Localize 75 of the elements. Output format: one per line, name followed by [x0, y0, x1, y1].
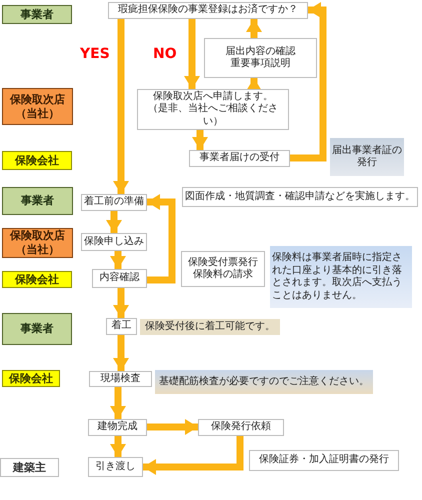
- arrow: [113, 335, 129, 371]
- branch-label: NO: [153, 45, 177, 64]
- role-label-box: [0, 458, 59, 477]
- note-box: [155, 370, 373, 394]
- process-box: [92, 269, 147, 288]
- role-label: 建築主: [13, 460, 46, 474]
- step-text: 引き渡し: [96, 460, 136, 474]
- note-box: [182, 187, 418, 207]
- arrow: [192, 130, 208, 150]
- process-box: [181, 251, 265, 287]
- role-label: 保険取次店（当社）: [8, 229, 66, 257]
- step-text: 保険申し込み: [84, 236, 144, 248]
- note-box: [330, 138, 404, 176]
- step-text: 保険料の請求: [193, 269, 253, 282]
- arrow: [113, 19, 129, 194]
- process-box: [88, 457, 143, 477]
- step-text: 瑕疵担保保険の事業登録はお済ですか？: [118, 4, 298, 17]
- arrow: [147, 419, 198, 435]
- branch-label: YES: [80, 45, 110, 64]
- role-label-box: [2, 313, 72, 345]
- step-text: 保険受付票発行: [188, 256, 258, 268]
- process-box: [106, 318, 137, 335]
- process-box: [108, 2, 308, 19]
- process-box: [189, 150, 290, 167]
- step-text: 内容確認: [100, 272, 140, 285]
- role-label: 保険取次店（当社）: [8, 92, 66, 120]
- process-box: [89, 371, 152, 387]
- step-text: 保険取次店へ申請します。: [153, 90, 273, 102]
- arrow: [113, 288, 129, 318]
- process-box: [198, 419, 284, 436]
- process-box: [81, 194, 147, 211]
- step-text: 基礎配筋検査が必要ですのでご注意ください。: [159, 376, 369, 388]
- role-label-box: [2, 187, 73, 215]
- step-text: 届出事業者証の発行: [332, 144, 402, 170]
- step-text: 届出内容の確認: [226, 46, 296, 58]
- step-text: 保険証券・加入証明書の発行: [259, 454, 389, 467]
- arrow: [110, 251, 126, 269]
- step-text: 保険発行依頼: [211, 421, 271, 434]
- note-box: [249, 450, 399, 471]
- process-box: [88, 419, 147, 436]
- role-label: 保険会社: [15, 272, 59, 286]
- arrow: [106, 211, 122, 233]
- arrow: [290, 2, 326, 162]
- role-label-box: [2, 228, 73, 258]
- step-text: 着工前の準備: [84, 196, 144, 209]
- role-label: 事業者: [20, 322, 54, 336]
- step-text: 保険料は事業者届時に指定された口座より基本的に引き落とされます。取次店へ支払うことはありません。: [272, 252, 403, 302]
- role-label: 事業者: [21, 194, 54, 208]
- arrow: [110, 436, 126, 457]
- note-box: [270, 246, 412, 308]
- role-label: 事業者: [20, 8, 54, 22]
- step-text: （是非、当社へご相談ください）: [147, 103, 279, 128]
- step-text: 事業者届けの受付: [200, 152, 280, 165]
- step-text: 重要事項説明: [230, 58, 290, 70]
- role-label-box: [2, 370, 60, 387]
- role-label-box: [2, 88, 73, 125]
- process-box: [204, 38, 317, 78]
- role-label-box: [2, 5, 72, 24]
- process-box: [81, 233, 147, 251]
- step-text: 図面作成・地質調査・確認申請などを実施します。: [185, 190, 415, 204]
- arrow: [110, 387, 126, 419]
- arrow: [246, 78, 262, 91]
- step-text: 現場検査: [100, 372, 140, 386]
- role-label-box: [2, 271, 72, 288]
- step-text: 保険受付後に着工可能です。: [145, 320, 275, 334]
- process-box: [137, 89, 289, 130]
- role-label: 保険会社: [15, 154, 59, 168]
- arrow: [147, 194, 176, 284]
- step-text: 着工: [112, 320, 132, 333]
- arrow: [184, 19, 200, 89]
- role-label: 保険会社: [9, 372, 53, 386]
- step-text: 建物完成: [98, 421, 138, 434]
- arrow: [246, 19, 262, 38]
- note-box: [140, 319, 280, 335]
- role-label-box: [2, 151, 72, 170]
